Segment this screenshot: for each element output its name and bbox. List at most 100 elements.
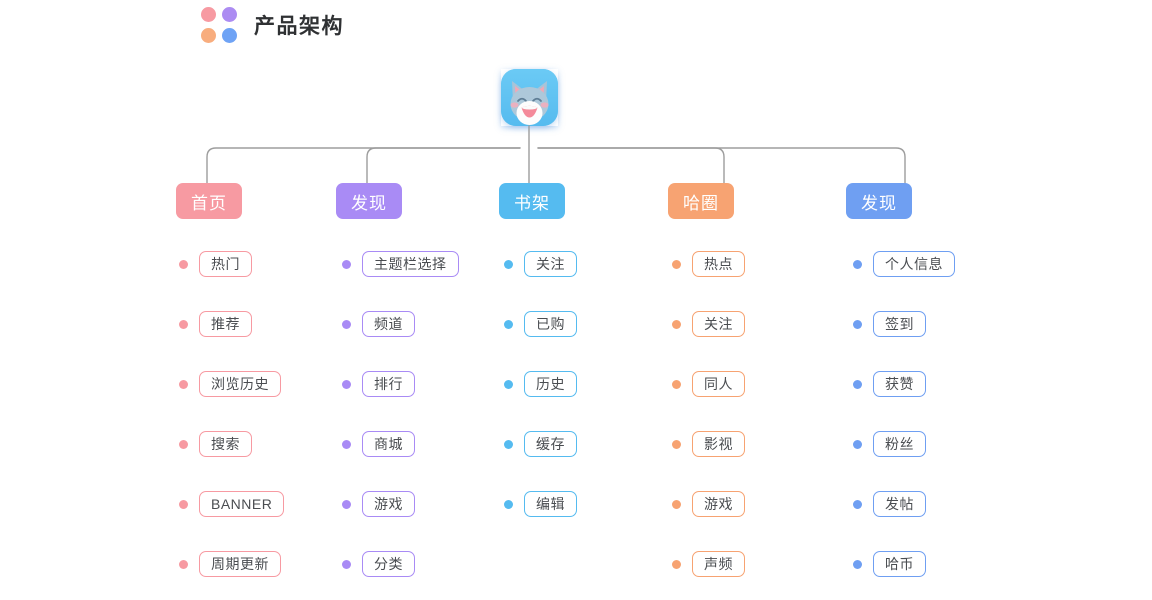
dot-pink-icon [201,7,216,22]
leaf-chip-home-1[interactable]: 推荐 [199,311,252,337]
bullet-dot-icon [672,439,681,449]
list-item: 缓存 [504,414,577,474]
column-discover: 发现主题栏选择频道排行商城游戏分类 [179,183,459,594]
leaf-chip-home-5[interactable]: 周期更新 [199,551,281,577]
leaf-chip-profile-3[interactable]: 粉丝 [873,431,926,457]
bullet-dot-icon [342,319,351,329]
bullet-dot-icon [853,499,862,509]
bullet-dot-icon [179,319,188,329]
bullet-dot-icon [342,259,351,269]
list-item: 同人 [672,354,745,414]
list-item: 关注 [672,294,745,354]
leaf-chip-discover-2[interactable]: 排行 [362,371,415,397]
list-item: 热点 [672,234,745,294]
bullet-dot-icon [179,499,188,509]
column-profile: 发现个人信息签到获赞粉丝发帖哈币 [716,183,955,594]
list-item: 签到 [853,294,955,354]
list-item: 浏览历史 [179,354,284,414]
leaf-chip-haquan-2[interactable]: 同人 [692,371,745,397]
list-item: 哈币 [853,534,955,594]
leaf-chip-profile-4[interactable]: 发帖 [873,491,926,517]
list-item: BANNER [179,474,285,534]
bullet-dot-icon [853,439,862,449]
list-item: 搜索 [179,414,284,474]
list-item: 排行 [342,354,459,414]
leaf-chip-bookshelf-4[interactable]: 编辑 [524,491,577,517]
column-head-haquan[interactable]: 哈圈 [668,183,734,219]
bullet-dot-icon [179,559,188,569]
bullet-dot-icon [179,439,188,449]
leaf-chip-profile-5[interactable]: 哈币 [873,551,926,577]
list-item: 个人信息 [853,234,955,294]
leaf-chip-home-0[interactable]: 热门 [199,251,252,277]
list-item: 分类 [342,534,459,594]
bullet-dot-icon [672,559,681,569]
dot-blue-icon [222,28,237,43]
leaf-chip-discover-3[interactable]: 商城 [362,431,415,457]
column-head-bookshelf[interactable]: 书架 [499,183,565,219]
column-head-discover[interactable]: 发现 [336,183,402,219]
list-item: 推荐 [179,294,284,354]
leaf-list-haquan: 热点关注同人影视游戏声频 [668,234,745,594]
list-item: 编辑 [504,474,577,534]
list-item: 热门 [179,234,284,294]
leaf-chip-discover-1[interactable]: 频道 [362,311,415,337]
page-title: 产品架构 [254,15,344,38]
list-item: 声频 [672,534,745,594]
root-node[interactable] [501,69,558,126]
list-item: 游戏 [342,474,459,534]
leaf-chip-bookshelf-2[interactable]: 历史 [524,371,577,397]
bullet-dot-icon [504,379,513,389]
list-item: 关注 [504,234,577,294]
bullet-dot-icon [342,439,351,449]
bullet-dot-icon [342,559,351,569]
list-item: 频道 [342,294,459,354]
bullet-dot-icon [672,259,681,269]
column-head-home[interactable]: 首页 [176,183,242,219]
page-header: 产品架构 [201,7,344,46]
leaf-chip-discover-4[interactable]: 游戏 [362,491,415,517]
bullet-dot-icon [853,319,862,329]
leaf-list-discover: 主题栏选择频道排行商城游戏分类 [336,234,459,594]
leaf-list-home: 热门推荐浏览历史搜索 BANNER 周期更新 [176,234,285,594]
list-item: 已购 [504,294,577,354]
leaf-list-bookshelf: 关注已购历史缓存编辑 [499,234,577,534]
list-item: 游戏 [672,474,745,534]
bullet-dot-icon [504,499,513,509]
leaf-chip-haquan-4[interactable]: 游戏 [692,491,745,517]
leaf-chip-haquan-1[interactable]: 关注 [692,311,745,337]
leaf-chip-bookshelf-3[interactable]: 缓存 [524,431,577,457]
bullet-dot-icon [853,559,862,569]
leaf-chip-profile-0[interactable]: 个人信息 [873,251,955,277]
leaf-chip-profile-1[interactable]: 签到 [873,311,926,337]
bullet-dot-icon [672,499,681,509]
bullet-dot-icon [853,379,862,389]
logo-dots [201,7,240,46]
list-item: 商城 [342,414,459,474]
leaf-chip-discover-0[interactable]: 主题栏选择 [362,251,459,277]
leaf-chip-bookshelf-0[interactable]: 关注 [524,251,577,277]
bullet-dot-icon [853,259,862,269]
list-item: 周期更新 [179,534,284,594]
leaf-chip-home-3[interactable]: 搜索 [199,431,252,457]
leaf-list-profile: 个人信息签到获赞粉丝发帖哈币 [846,234,955,594]
bullet-dot-icon [179,259,188,269]
bullet-dot-icon [504,439,513,449]
bullet-dot-icon [179,379,188,389]
column-haquan: 哈圈热点关注同人影视游戏声频 [537,183,745,594]
leaf-chip-haquan-5[interactable]: 声频 [692,551,745,577]
leaf-chip-haquan-0[interactable]: 热点 [692,251,745,277]
leaf-chip-discover-5[interactable]: 分类 [362,551,415,577]
leaf-chip-profile-2[interactable]: 获赞 [873,371,926,397]
list-item: 影视 [672,414,745,474]
dot-purple-icon [222,7,237,22]
column-head-profile[interactable]: 发现 [846,183,912,219]
list-item: 获赞 [853,354,955,414]
leaf-chip-bookshelf-1[interactable]: 已购 [524,311,577,337]
bullet-dot-icon [504,319,513,329]
leaf-chip-haquan-3[interactable]: 影视 [692,431,745,457]
leaf-chip-home-2[interactable]: 浏览历史 [199,371,281,397]
leaf-chip-home-4[interactable]: BANNER [199,491,285,517]
